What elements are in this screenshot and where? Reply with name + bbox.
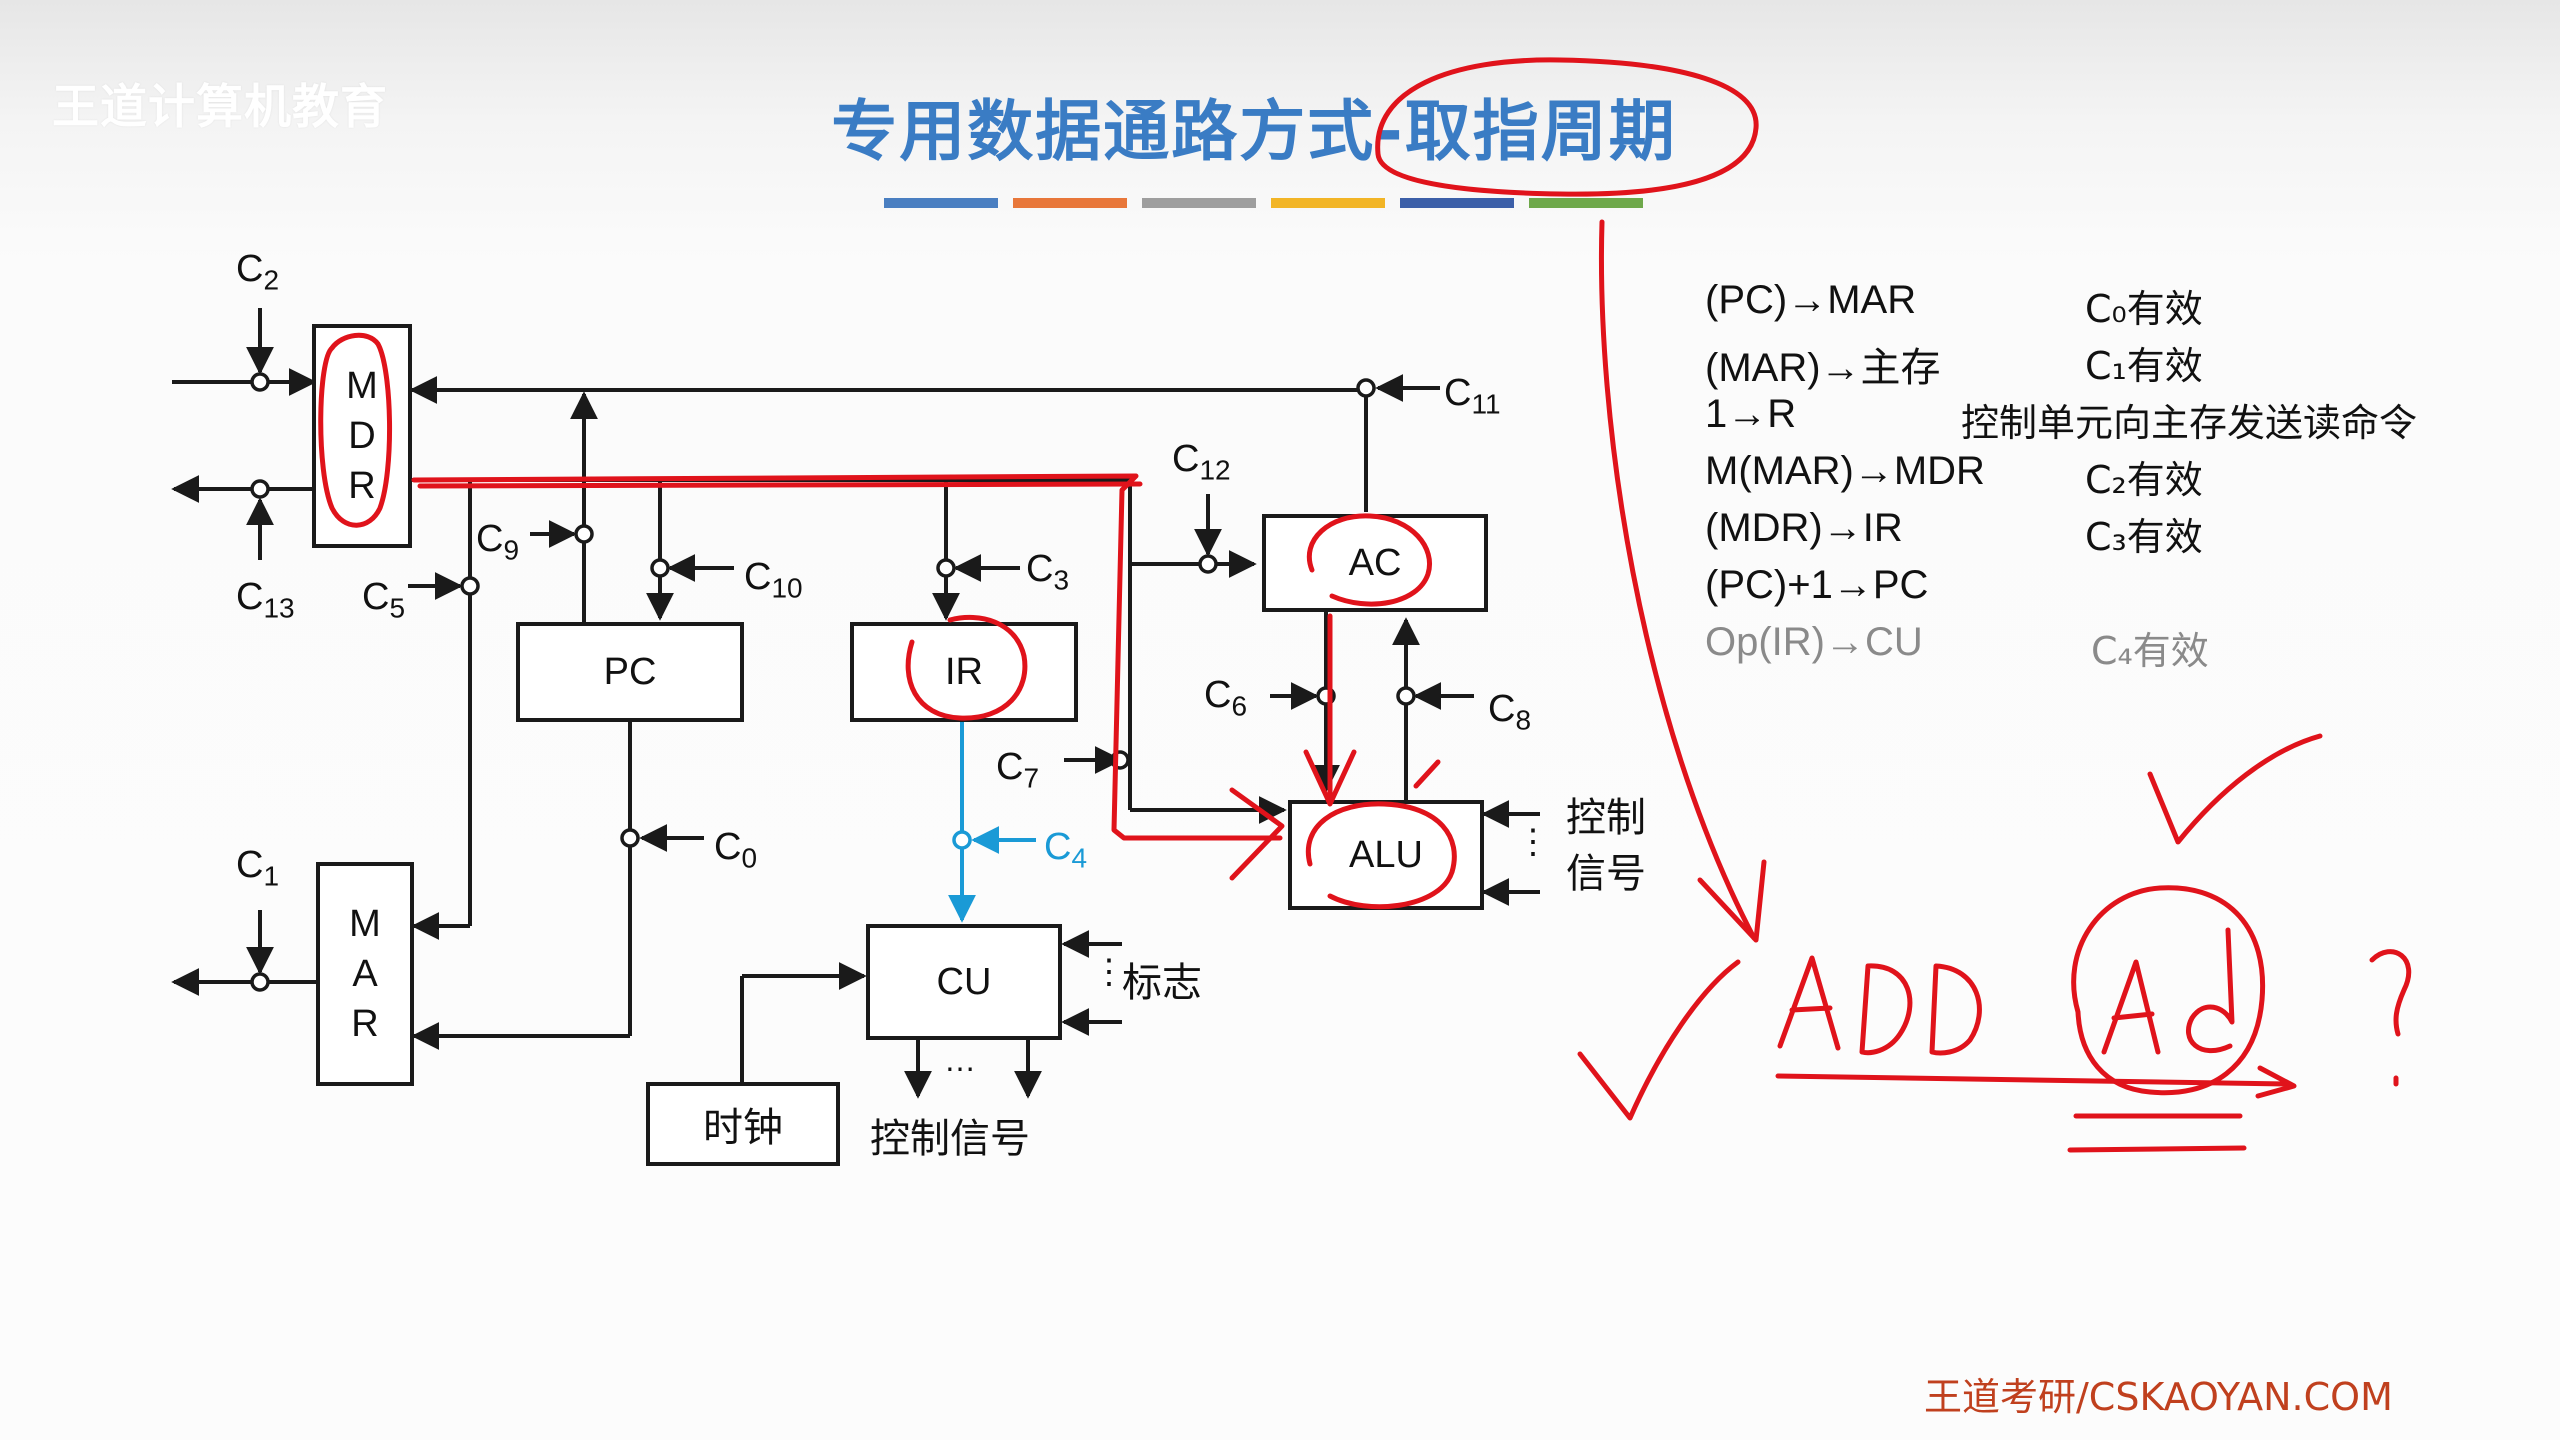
mdr-register: M D R: [312, 324, 412, 548]
signal-c5: C5: [362, 576, 405, 625]
micro-operation-step: 1→R: [1705, 392, 1797, 436]
micro-operation-row: M(MAR)→MDR C₂有效: [1705, 449, 2535, 506]
micro-operation-signal: C₃有效: [2085, 515, 2203, 559]
cu-flag-label: 标志: [1122, 960, 1202, 1006]
signal-c11-base: C: [1444, 372, 1472, 414]
mdr-letter-2: D: [348, 415, 376, 457]
micro-operation-signal: C₄有效: [2091, 629, 2209, 673]
micro-operation-row: (PC)+1→PC: [1705, 563, 2535, 620]
micro-operation-row: (PC)→MAR C₀有效: [1705, 278, 2535, 335]
mar-register: M A R: [316, 862, 414, 1086]
signal-c13-base: C: [236, 576, 264, 618]
watermark: 王道计算机教育: [52, 80, 388, 135]
mdr-letter-3: R: [348, 465, 376, 507]
signal-c11: C11: [1444, 372, 1501, 421]
micro-operation-signal: 控制单元向主存发送读命令: [1961, 401, 2418, 445]
pc-label: PC: [603, 650, 657, 693]
signal-c4-sub: 4: [1071, 842, 1088, 874]
signal-c8: C8: [1488, 688, 1531, 737]
signal-c0-base: C: [714, 826, 742, 868]
micro-operation-row: (MDR)→IR C₃有效: [1705, 506, 2535, 563]
cu-output-signal-label: 控制信号: [870, 1116, 1030, 1162]
mar-letter-1: M: [349, 903, 381, 945]
signal-c2-sub: 2: [263, 264, 280, 296]
signal-c10: C10: [744, 556, 803, 605]
signal-c8-base: C: [1488, 688, 1516, 730]
micro-operation-row: Op(IR)→CU C₄有效: [1705, 620, 2535, 677]
signal-c2: C2: [236, 248, 279, 297]
clock-box: 时钟: [646, 1082, 840, 1166]
color-bar-segment: [1529, 198, 1643, 208]
mar-letter-3: R: [351, 1003, 379, 1045]
alu-control-signal-label: 控制信号: [1566, 795, 1646, 897]
signal-c12: C12: [1172, 438, 1231, 487]
signal-c6-base: C: [1204, 674, 1232, 716]
signal-c7: C7: [996, 746, 1039, 795]
micro-operation-row: (MAR)→主存 C₁有效: [1705, 335, 2535, 392]
signal-c7-base: C: [996, 746, 1024, 788]
signal-c3-sub: 3: [1053, 564, 1070, 596]
micro-operation-step: (PC)+1→PC: [1705, 563, 1929, 607]
signal-c8-sub: 8: [1515, 704, 1532, 736]
micro-operation-step: (MDR)→IR: [1705, 506, 1903, 550]
footer-brand: 王道考研/CSKAOYAN.COM: [1924, 1375, 2393, 1419]
title-color-bar: [884, 198, 1643, 208]
micro-operation-signal: C₀有效: [2085, 287, 2203, 331]
ir-label: IR: [945, 650, 983, 693]
pc-register: PC: [516, 622, 744, 722]
signal-c2-base: C: [236, 248, 264, 290]
ir-register: IR: [850, 622, 1078, 722]
micro-operation-step: Op(IR)→CU: [1705, 620, 1923, 664]
signal-c13: C13: [236, 576, 295, 625]
signal-c1-sub: 1: [263, 860, 280, 892]
cu-label: CU: [936, 960, 992, 1003]
micro-operation-signal: C₁有效: [2085, 344, 2203, 388]
clock-label: 时钟: [703, 1105, 783, 1151]
micro-operation-row: 1→R 控制单元向主存发送读命令: [1705, 392, 2535, 449]
ac-register: AC: [1262, 514, 1488, 612]
signal-c3: C3: [1026, 548, 1069, 597]
signal-c6-sub: 6: [1231, 690, 1248, 722]
signal-c0: C0: [714, 826, 757, 875]
alu-label: ALU: [1349, 833, 1423, 876]
signal-c9-base: C: [476, 518, 504, 560]
signal-c11-sub: 11: [1471, 388, 1501, 420]
micro-operation-signal: C₂有效: [2085, 458, 2203, 502]
signal-c7-sub: 7: [1023, 762, 1040, 794]
signal-c9-sub: 9: [503, 534, 520, 566]
signal-c9: C9: [476, 518, 519, 567]
signal-c12-sub: 12: [1199, 454, 1231, 486]
signal-c0-sub: 0: [741, 842, 758, 874]
color-bar-segment: [1271, 198, 1385, 208]
micro-operation-step: (MAR)→主存: [1705, 346, 1941, 390]
alu-unit: ALU: [1288, 800, 1484, 910]
signal-c1-base: C: [236, 844, 264, 886]
signal-c5-sub: 5: [389, 592, 406, 624]
mdr-letter-1: M: [346, 365, 378, 407]
micro-operation-step: (PC)→MAR: [1705, 278, 1917, 322]
signal-c5-base: C: [362, 576, 390, 618]
color-bar-segment: [1400, 198, 1514, 208]
cu-flag-dots: ⋮: [1092, 953, 1126, 991]
signal-c1: C1: [236, 844, 279, 893]
mar-letter-2: A: [352, 953, 378, 995]
signal-c12-base: C: [1172, 438, 1200, 480]
color-bar-segment: [1013, 198, 1127, 208]
signal-c3-base: C: [1026, 548, 1054, 590]
signal-c10-base: C: [744, 556, 772, 598]
signal-c13-sub: 13: [263, 592, 295, 624]
micro-operation-step: M(MAR)→MDR: [1705, 449, 1985, 493]
signal-c4: C4: [1044, 826, 1087, 875]
signal-c4-base: C: [1044, 826, 1072, 868]
color-bar-segment: [884, 198, 998, 208]
cu-output-ellipsis: …: [944, 1042, 976, 1078]
ac-label: AC: [1348, 541, 1402, 584]
color-bar-segment: [1142, 198, 1256, 208]
signal-c6: C6: [1204, 674, 1247, 723]
cu-unit: CU: [866, 924, 1062, 1040]
signal-c10-sub: 10: [771, 572, 803, 604]
alu-control-dots: ⋮: [1516, 823, 1550, 861]
